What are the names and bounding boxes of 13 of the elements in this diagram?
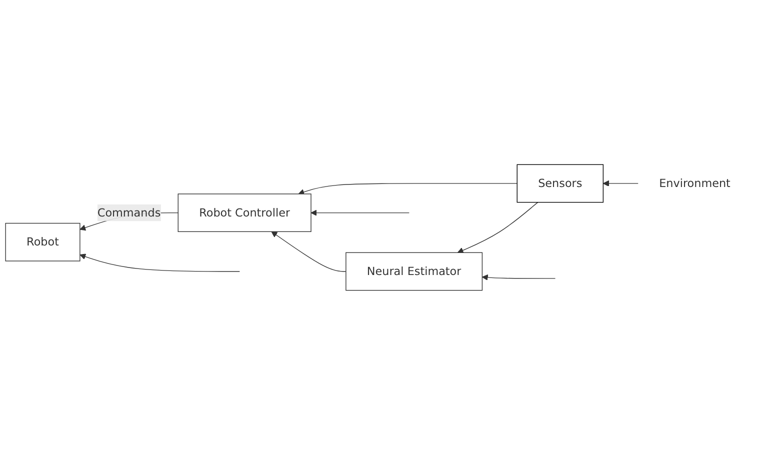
arrow [602,180,638,186]
edge-label: Commands [97,205,161,219]
arrow [482,274,556,280]
node-text: Environment [659,176,730,190]
node-box: Neural Estimator [346,252,483,290]
arrow [80,253,240,272]
arrow [310,209,410,216]
node-box: Robot [5,222,80,261]
arrow [457,202,538,253]
arrow [271,230,346,272]
node-box: Sensors [516,164,604,202]
arrow [298,182,518,195]
node-box: Robot Controller [178,193,312,232]
